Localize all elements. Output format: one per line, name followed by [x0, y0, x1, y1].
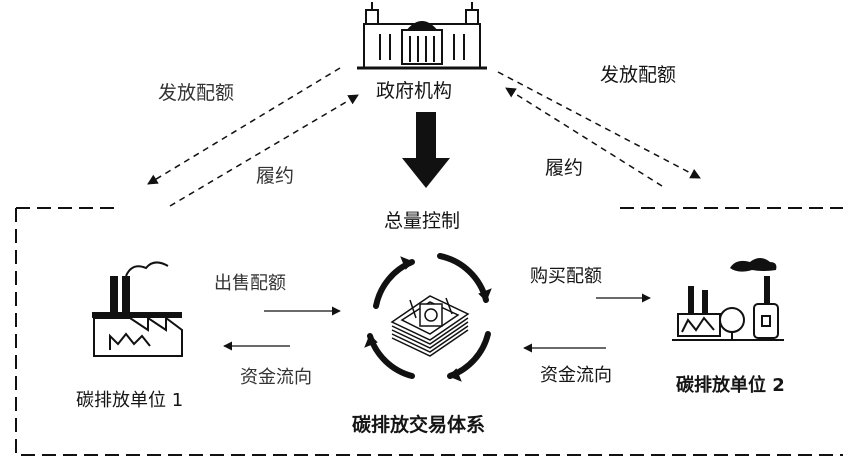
fund-flow-right-label: 资金流向 — [540, 365, 612, 386]
cap-control-label: 总量控制 — [384, 210, 461, 232]
cap-arrow — [402, 112, 450, 188]
sell-quota-label: 出售配额 — [214, 273, 286, 294]
money-stack-icon — [390, 295, 470, 357]
comply-arrow-right — [505, 87, 663, 187]
trading-system-label: 碳排放交易体系 — [352, 414, 486, 436]
fund-flow-left-label: 资金流向 — [240, 367, 312, 388]
issue-arrow-right — [497, 71, 701, 179]
comply-arrow-left — [169, 94, 359, 207]
issue-quota-right-label: 发放配额 — [600, 64, 677, 86]
government-label: 政府机构 — [376, 80, 453, 102]
unit-1-label: 碳排放单位 1 — [76, 390, 184, 411]
trading-system-boundary — [15, 207, 843, 456]
factory-2-icon — [672, 258, 784, 341]
unit-2-label: 碳排放单位 2 — [676, 375, 785, 396]
comply-right-label: 履约 — [545, 157, 584, 179]
buy-quota-label: 购买配额 — [530, 266, 602, 287]
issue-arrow-left — [147, 67, 341, 185]
trading-cycle-icon — [364, 253, 492, 382]
factory-1-icon — [92, 261, 183, 357]
issue-quota-left-label: 发放配额 — [158, 82, 235, 104]
comply-left-label: 履约 — [256, 165, 295, 187]
government-building-icon — [357, 2, 487, 70]
